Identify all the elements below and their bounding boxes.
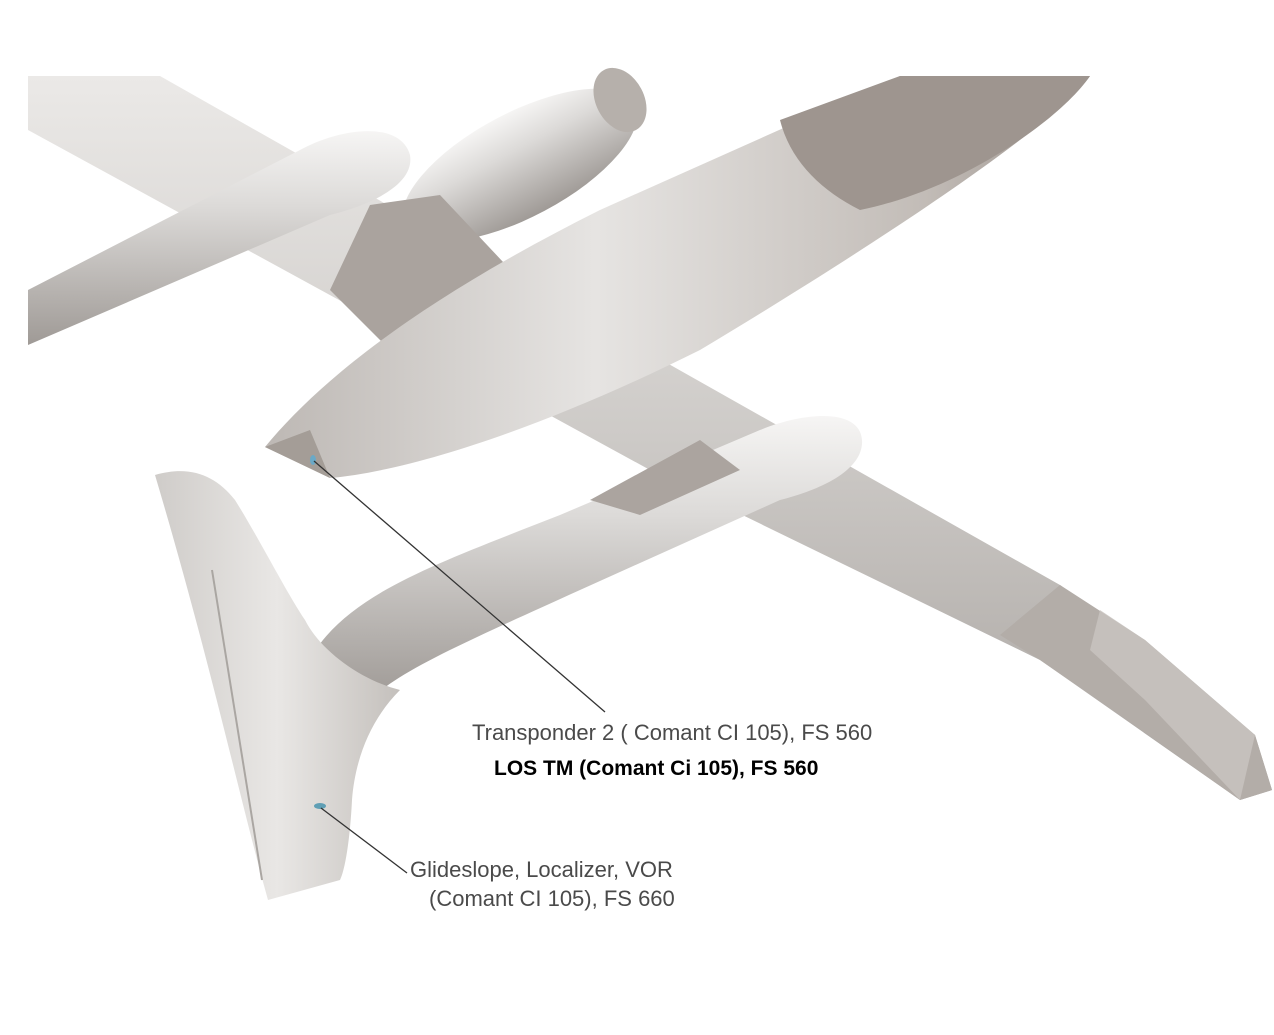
wing-root-panel: [330, 195, 520, 360]
wing-tip-panel: [1090, 610, 1255, 800]
glideslope-antenna-marker: [314, 803, 326, 809]
transponder-leader-line: [313, 460, 606, 713]
fuselage-tail-cap: [265, 430, 330, 478]
glideslope-label-line1: Glideslope, Localizer, VOR: [410, 857, 673, 882]
main-wing: [28, 76, 1272, 800]
tail-hinge-line: [211, 569, 263, 881]
glideslope-leader-line: [320, 807, 408, 874]
transponder-label: Transponder 2 ( Comant CI 105), FS 560: [472, 720, 873, 745]
fuselage-nose-panel: [780, 76, 1090, 210]
left-boom-upper: [28, 131, 411, 345]
boom-root-panel: [590, 440, 740, 515]
engine-intake: [593, 67, 647, 133]
right-boom-lower: [300, 416, 863, 700]
engine-nacelle: [402, 88, 638, 242]
tail-fin: [155, 471, 400, 900]
los-tm-label: LOS TM (Comant Ci 105), FS 560: [494, 757, 819, 780]
transponder-antenna-marker: [310, 455, 316, 465]
glideslope-label-line2: (Comant CI 105), FS 660: [429, 886, 675, 911]
